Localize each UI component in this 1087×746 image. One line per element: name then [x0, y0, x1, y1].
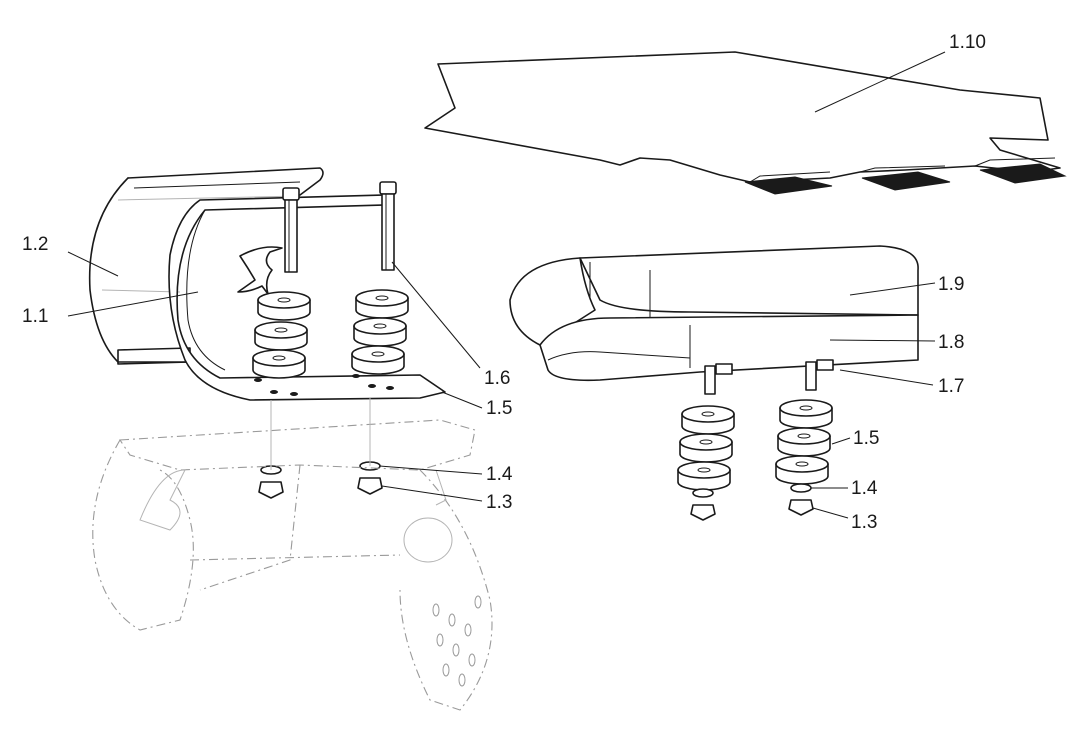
right-bushing-stack-b — [775, 399, 833, 485]
label-1-10: 1.10 — [949, 32, 986, 53]
part-1-10-sheet — [424, 51, 1067, 195]
label-1-3-left: 1.3 — [486, 492, 512, 513]
right-bushing-stack-a — [677, 405, 735, 491]
label-1-5-left: 1.5 — [486, 398, 512, 419]
part-1-6-bolts — [282, 181, 397, 273]
part-labels: 1.10 1.2 1.1 1.9 1.8 1.7 1.6 1.5 1.4 1.3… — [22, 32, 986, 533]
part-1-7-studs — [704, 359, 834, 395]
leader-lines — [67, 51, 946, 519]
left-nuts — [258, 477, 383, 499]
label-1-4-right: 1.4 — [851, 478, 878, 499]
phantom-frame — [92, 398, 493, 711]
left-bushing-stack-b — [351, 289, 409, 375]
label-1-6: 1.6 — [484, 368, 510, 389]
label-1-3-right: 1.3 — [851, 512, 877, 533]
left-washers — [260, 461, 381, 475]
label-1-8: 1.8 — [938, 332, 964, 353]
right-nuts — [690, 499, 814, 521]
label-1-4-left: 1.4 — [486, 464, 513, 485]
label-1-1: 1.1 — [22, 306, 48, 327]
label-1-5-right: 1.5 — [853, 428, 879, 449]
part-1-9-upper-pad — [509, 245, 919, 346]
label-1-7: 1.7 — [938, 376, 964, 397]
left-bushing-stack-a — [252, 291, 311, 379]
label-1-9: 1.9 — [938, 274, 964, 295]
label-1-2: 1.2 — [22, 234, 48, 255]
